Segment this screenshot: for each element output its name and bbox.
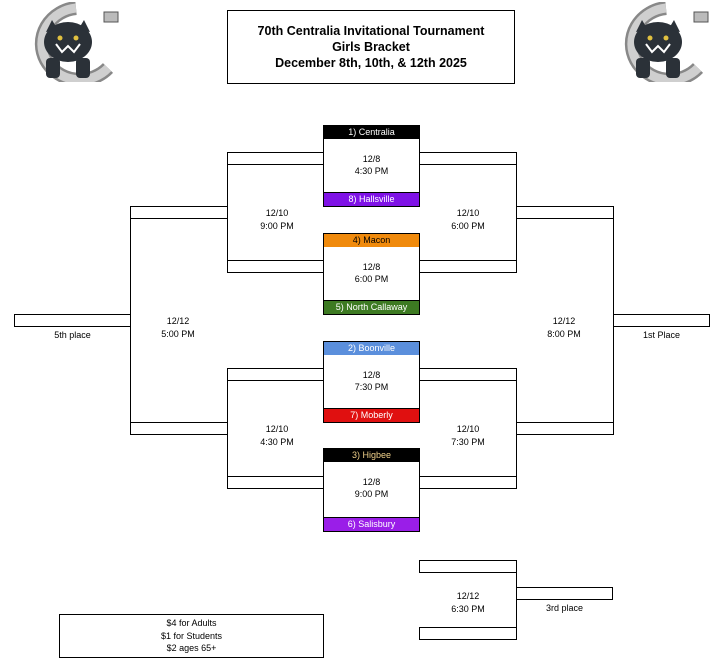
title-line-3: December 8th, 10th, & 12th 2025: [275, 56, 467, 70]
price-adults: $4 for Adults: [166, 618, 217, 629]
game-1-time: 4:30 PM: [354, 166, 389, 176]
championship-slot: [516, 422, 614, 435]
team-slot-3: 3) Higbee: [323, 448, 420, 463]
consolation-slot: [227, 476, 324, 489]
game-3-date: 12/8: [362, 370, 381, 380]
winners-slot: [419, 152, 517, 165]
game-2-time: 6:00 PM: [354, 274, 389, 284]
consolation-semi-bottom-date: 12/10: [265, 424, 289, 434]
winners-semi-bottom-time: 7:30 PM: [451, 437, 485, 447]
consolation-semi-bottom-time: 4:30 PM: [260, 437, 294, 447]
team-slot-6: 6) Salisbury: [323, 517, 420, 532]
third-place-slot: [419, 627, 517, 640]
consolation-final-slot: [130, 422, 228, 435]
championship-slot: [516, 206, 614, 219]
team-slot-4: 4) Macon: [323, 233, 420, 248]
third-place-game-date: 12/12: [456, 591, 480, 601]
panther-logo-right: [606, 1, 710, 87]
first-place-winner-slot: [613, 314, 710, 327]
consolation-semi-top-date: 12/10: [265, 208, 289, 218]
price-seniors: $2 ages 65+: [166, 643, 217, 654]
consolation-final-slot: [130, 206, 228, 219]
title-line-2: Girls Bracket: [332, 40, 410, 54]
first-place-label: 1st Place: [642, 330, 681, 340]
fifth-place-game-time: 5:00 PM: [161, 329, 195, 339]
game-2-date: 12/8: [362, 262, 381, 272]
team-slot-8: 8) Hallsville: [323, 192, 420, 207]
fifth-place-winner-slot: [14, 314, 131, 327]
admission-prices-box: $4 for Adults $1 for Students $2 ages 65…: [59, 614, 324, 658]
game-4-time: 9:00 PM: [354, 489, 389, 499]
team-slot-7: 7) Moberly: [323, 408, 420, 423]
third-place-winner-slot: [516, 587, 613, 600]
game-2-box: 12/8 6:00 PM: [323, 247, 420, 301]
game-4-box: 12/8 9:00 PM: [323, 462, 420, 518]
panther-logo-left: [16, 1, 120, 87]
game-3-time: 7:30 PM: [354, 382, 389, 392]
winners-semi-top-date: 12/10: [456, 208, 480, 218]
tournament-title-box: 70th Centralia Invitational Tournament G…: [227, 10, 515, 84]
consolation-semi-top-time: 9:00 PM: [260, 221, 294, 231]
winners-semi-bottom-date: 12/10: [456, 424, 480, 434]
winners-slot: [419, 260, 517, 273]
fifth-place-game-date: 12/12: [166, 316, 190, 326]
game-4-date: 12/8: [362, 477, 381, 487]
price-students: $1 for Students: [160, 630, 223, 641]
winners-slot: [419, 476, 517, 489]
championship-game-time: 8:00 PM: [547, 329, 581, 339]
winners-slot: [419, 368, 517, 381]
consolation-slot: [227, 368, 324, 381]
fifth-place-label: 5th place: [54, 330, 91, 340]
game-1-box: 12/8 4:30 PM: [323, 139, 420, 193]
winners-semi-top-time: 6:00 PM: [451, 221, 485, 231]
team-slot-1: 1) Centralia: [323, 125, 420, 140]
game-3-box: 12/8 7:30 PM: [323, 355, 420, 409]
game-1-date: 12/8: [362, 154, 381, 164]
third-place-slot: [419, 560, 517, 573]
consolation-slot: [227, 260, 324, 273]
championship-game-date: 12/12: [552, 316, 576, 326]
third-place-label: 3rd place: [545, 603, 584, 613]
bracket-connector: [516, 572, 517, 628]
title-line-1: 70th Centralia Invitational Tournament: [257, 24, 485, 38]
consolation-slot: [227, 152, 324, 165]
third-place-game-time: 6:30 PM: [451, 604, 485, 614]
team-slot-5: 5) North Callaway: [323, 300, 420, 315]
team-slot-2: 2) Boonville: [323, 341, 420, 356]
